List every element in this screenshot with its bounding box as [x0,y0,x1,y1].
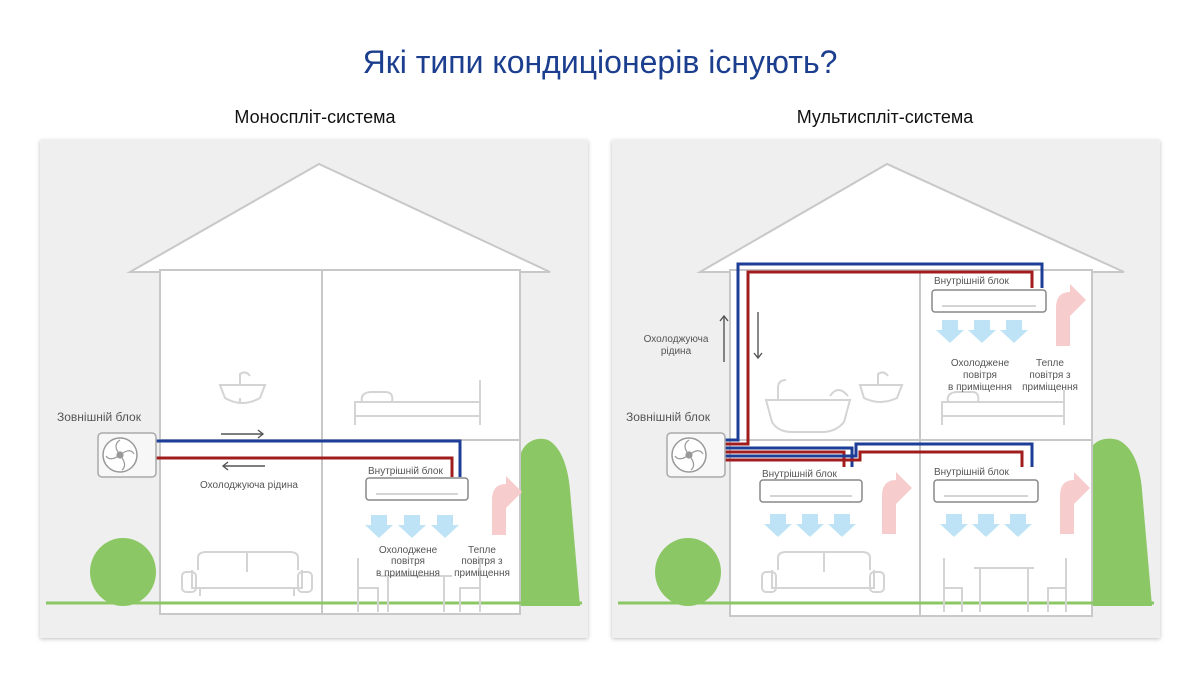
indoor-unit [365,477,469,501]
bush [518,438,580,606]
fan-icon [105,439,135,471]
multi-split-panel: Зовнішній блок Охолоджуюча рідина Внутрі… [612,140,1160,638]
refrigerant-pipe-red [156,456,454,477]
svg-text:в приміщення: в приміщення [376,568,440,579]
fan-icon [674,439,704,471]
cool-air-label: Охолоджене повітря в приміщення [376,545,440,579]
outdoor-unit-label: Зовнішній блок [57,410,142,424]
refrigerant-pipe-blue [724,442,1034,467]
svg-text:повітря: повітря [963,370,997,381]
bed-icon [354,380,481,425]
indoor-unit-top-label: Внутрішній блок [934,275,1009,287]
indoor-unit-left [759,479,863,503]
warm-air-label: Тепле повітря з приміщення [1022,358,1078,393]
indoor-unit-right [933,479,1039,503]
refrigerant-pipe-blue [724,262,1044,442]
bed-icon [941,390,1065,425]
refrigerant-pipe-red [724,450,846,467]
svg-text:повітря: повітря [391,556,425,567]
sofa-icon [761,551,885,593]
warm-air-label: Тепле повітря з приміщення [454,545,510,579]
sink-icon [858,371,904,403]
page-title: Які типи кондиціонерів існують? [362,44,838,80]
mono-split-title: Моноспліт-система [234,107,396,127]
refrigerant-pipe-red [724,270,1034,446]
svg-text:Тепле: Тепле [468,545,496,556]
refrigerant-label: Охолоджуюча рідина [644,334,709,357]
warm-air-arrow [492,476,522,535]
warm-air-arrow [1056,284,1086,346]
multi-split-diagram: Зовнішній блок Охолоджуюча рідина Внутрі… [612,140,1160,638]
indoor-unit-right-label: Внутрішній блок [934,466,1009,478]
outdoor-unit [666,432,726,478]
svg-text:приміщення: приміщення [1022,382,1078,393]
svg-text:повітря з: повітря з [1029,370,1071,381]
bush [90,538,156,606]
svg-text:рідина: рідина [661,346,692,357]
outdoor-unit [97,432,157,478]
cool-air-arrows [365,515,459,538]
cool-air-arrows [940,514,1032,537]
cool-air-label: Охолоджене повітря в приміщення [948,358,1012,393]
warm-air-arrow [882,472,912,534]
svg-text:Охолоджене: Охолоджене [951,358,1010,369]
warm-air-arrow [1060,472,1090,534]
sofa-icon [181,551,313,596]
svg-text:в приміщення: в приміщення [948,382,1012,393]
svg-text:приміщення: приміщення [454,568,510,579]
mono-split-diagram: Зовнішній блок Охолоджуюча рідина Внутрі… [40,140,588,638]
bathtub-icon [764,379,852,433]
svg-text:Тепле: Тепле [1036,358,1064,369]
flow-arrow-right [221,429,265,439]
indoor-unit-top [931,289,1047,313]
svg-text:повітря з: повітря з [461,556,503,567]
svg-text:Охолоджуюча: Охолоджуюча [644,334,709,345]
bush [1088,438,1152,606]
outdoor-unit-label: Зовнішній блок [626,410,711,424]
indoor-unit-label: Внутрішній блок [368,465,443,477]
svg-text:Охолоджене: Охолоджене [379,545,438,556]
bush [655,538,721,606]
multi-split-title: Мультиспліт-система [796,107,974,127]
flow-arrow-down [753,312,763,360]
cool-air-arrows [936,320,1028,343]
dining-set-icon [357,558,481,612]
flow-arrow-up [719,314,729,362]
sink-icon [218,371,267,404]
dining-set-icon [943,558,1067,612]
indoor-unit-left-label: Внутрішній блок [762,468,837,480]
refrigerant-label: Охолоджуюча рідина [200,480,298,491]
flow-arrow-left [221,461,265,471]
refrigerant-pipe-red [724,450,1024,467]
refrigerant-pipe-blue [156,439,462,477]
cool-air-arrows [764,514,856,537]
mono-split-panel: Зовнішній блок Охолоджуюча рідина Внутрі… [40,140,588,638]
